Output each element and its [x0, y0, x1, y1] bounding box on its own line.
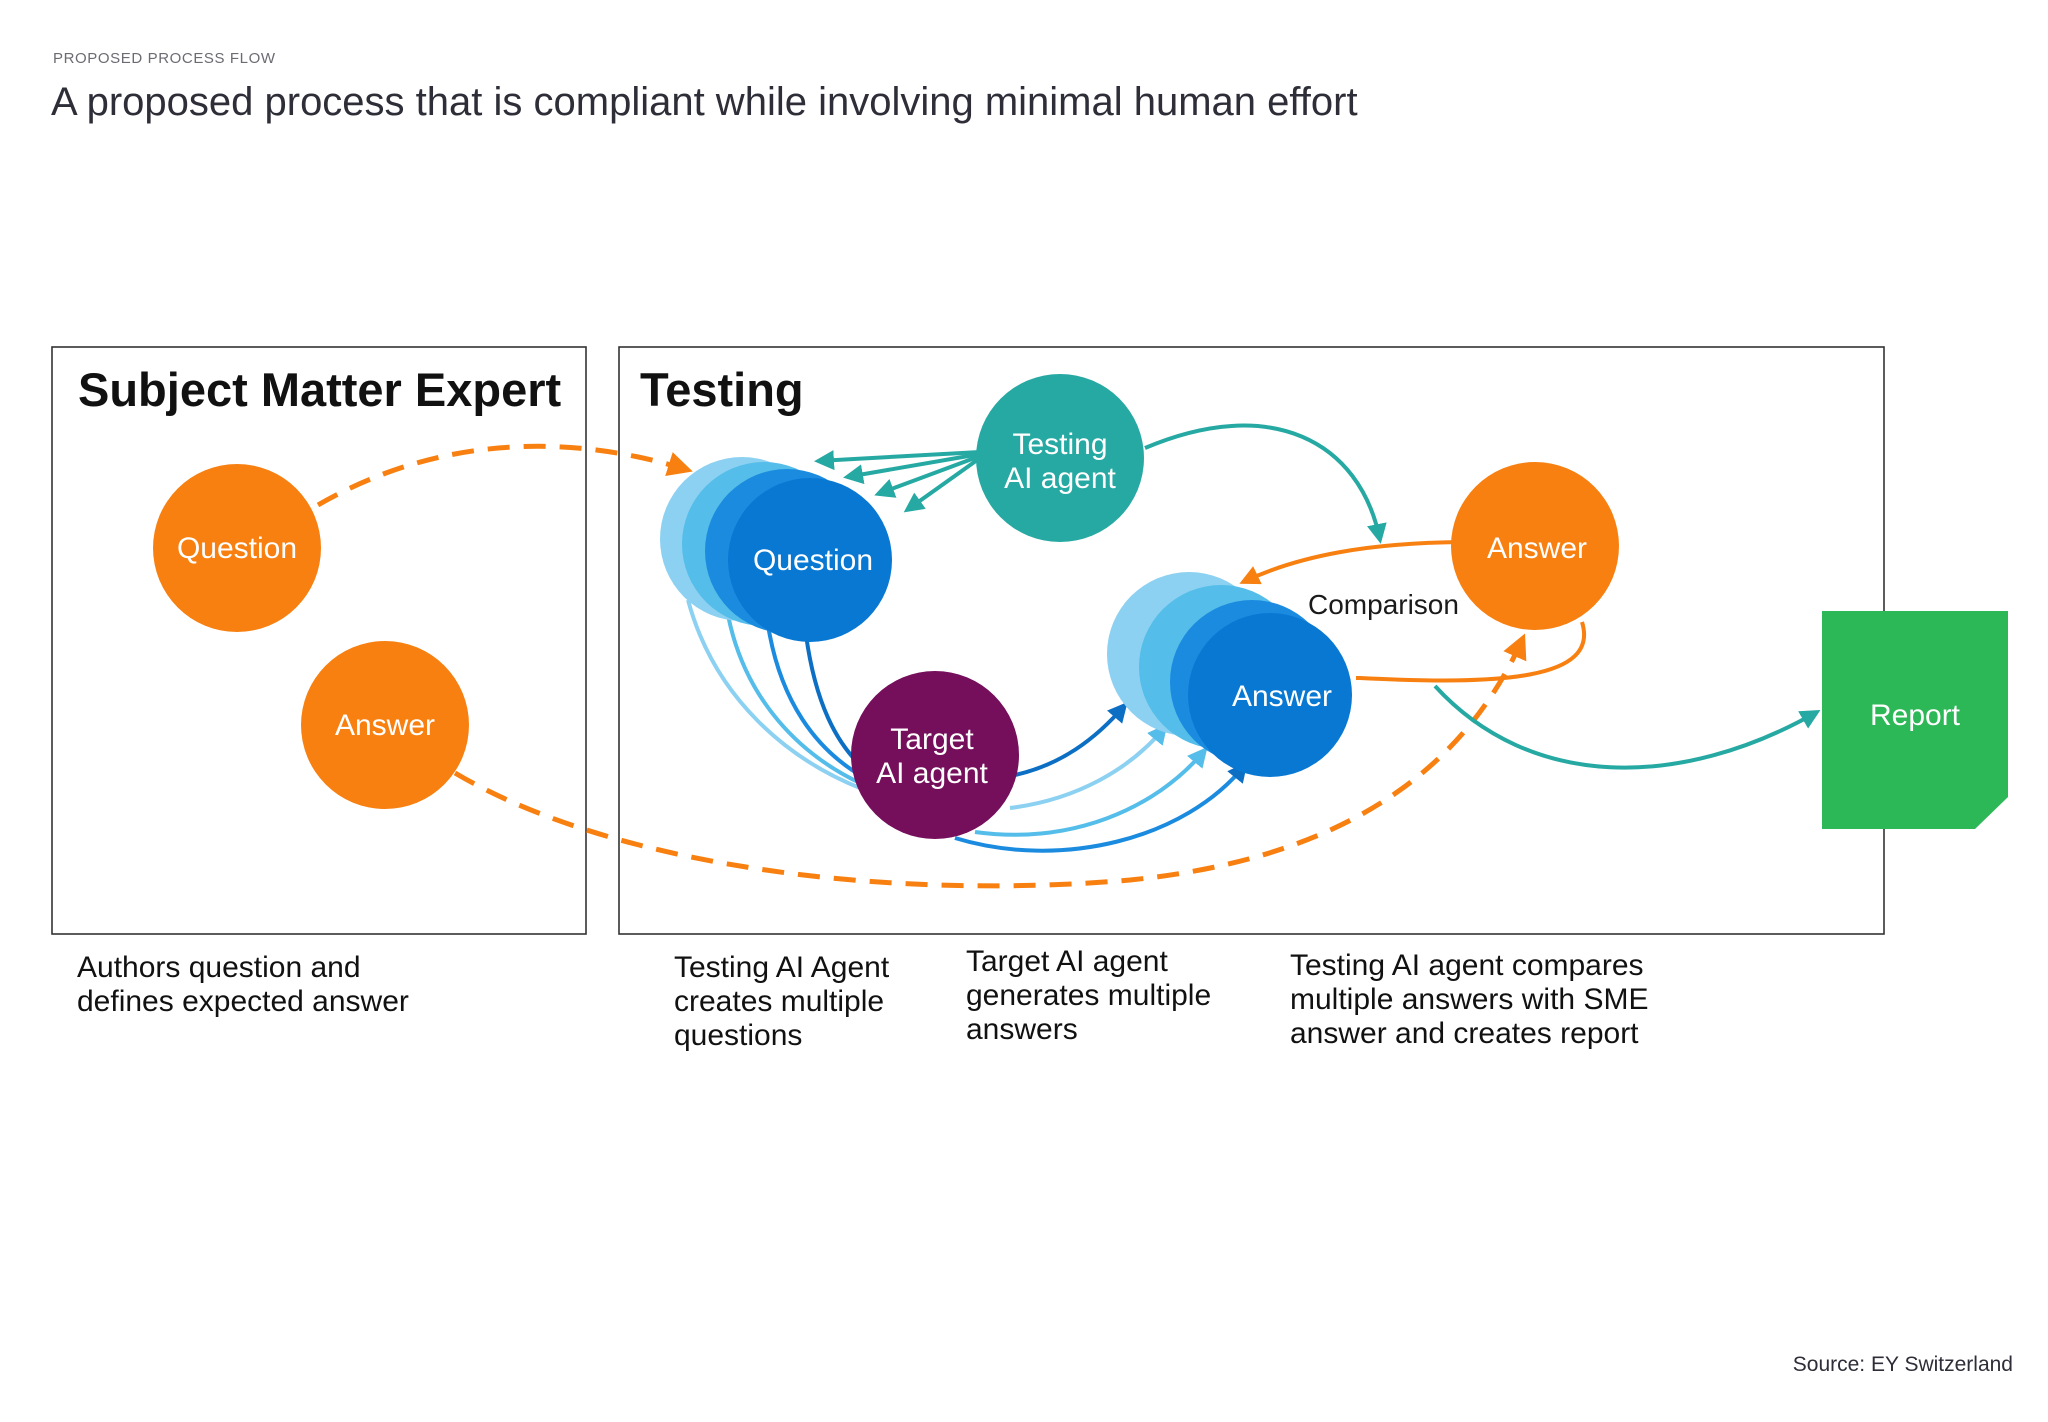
caption-sme: Authors question and defines expected an… — [77, 951, 409, 1018]
target-agent-node — [851, 671, 1019, 839]
caption-testing-agent: Testing AI Agent creates multiple questi… — [674, 951, 890, 1052]
sme-question-label: Question — [177, 532, 297, 565]
comparison-to-report-arrow — [1433, 684, 1821, 770]
testing-agent-to-question-arrow-3 — [874, 454, 981, 498]
target-to-answer-curve-1 — [1014, 701, 1128, 777]
expected-answer-node — [1451, 462, 1619, 630]
page-title: A proposed process that is compliant whi… — [51, 80, 1358, 124]
target-to-answer-curve-2 — [1009, 723, 1168, 810]
caption-comparison: Testing AI agent compares multiple answe… — [1290, 949, 1649, 1050]
sme-question-node — [153, 464, 321, 632]
target-agent-label-line-2: AI agent — [876, 757, 988, 790]
answer-stack-node — [1188, 613, 1352, 777]
sme-answer-node — [301, 641, 469, 809]
expected-answer-to-answer-stack-arrow — [1239, 540, 1462, 585]
question-stack-node — [728, 478, 892, 642]
testing-agent-to-question-arrow-4 — [903, 456, 982, 513]
testing-agent-label-line-1: Testing — [1012, 428, 1107, 461]
testing-agent-to-question-arrow-2 — [843, 452, 981, 485]
sme-question-to-question-stack-arrow — [316, 443, 693, 508]
source-note: Source: EY Switzerland — [1792, 1353, 2013, 1376]
report-document — [1822, 611, 2008, 829]
sme-box-title: Subject Matter Expert — [78, 363, 562, 416]
question-to-target-curve-3 — [766, 624, 866, 780]
question-to-target-curve-2 — [726, 614, 863, 786]
sme-box — [51, 346, 587, 935]
expected-answer-label: Answer — [1487, 532, 1587, 565]
expected-answer-loop — [1356, 621, 1586, 683]
question-to-target-curve-1 — [686, 599, 861, 790]
sme-answer-to-expected-answer-arrow — [453, 633, 1527, 889]
report-label: Report — [1870, 699, 1961, 732]
target-to-answer-curve-4 — [954, 761, 1248, 853]
eyebrow-label: PROPOSED PROCESS FLOW — [53, 50, 276, 67]
sme-answer-label: Answer — [335, 709, 435, 742]
target-agent-label-line-1: Target — [890, 723, 974, 756]
question-stack-label: Question — [753, 544, 873, 577]
testing-box-title: Testing — [640, 363, 804, 416]
testing-agent-to-question-arrow-1 — [814, 450, 981, 471]
comparison-label: Comparison — [1308, 589, 1459, 620]
testing-agent-label-line-2: AI agent — [1004, 462, 1116, 495]
answer-stack-label: Answer — [1232, 680, 1332, 713]
testing-agent-to-comparison-arrow — [1144, 423, 1387, 544]
caption-target-agent: Target AI agent generates multiple answe… — [966, 945, 1212, 1046]
testing-agent-node — [976, 374, 1144, 542]
target-to-answer-curve-3 — [974, 746, 1208, 837]
